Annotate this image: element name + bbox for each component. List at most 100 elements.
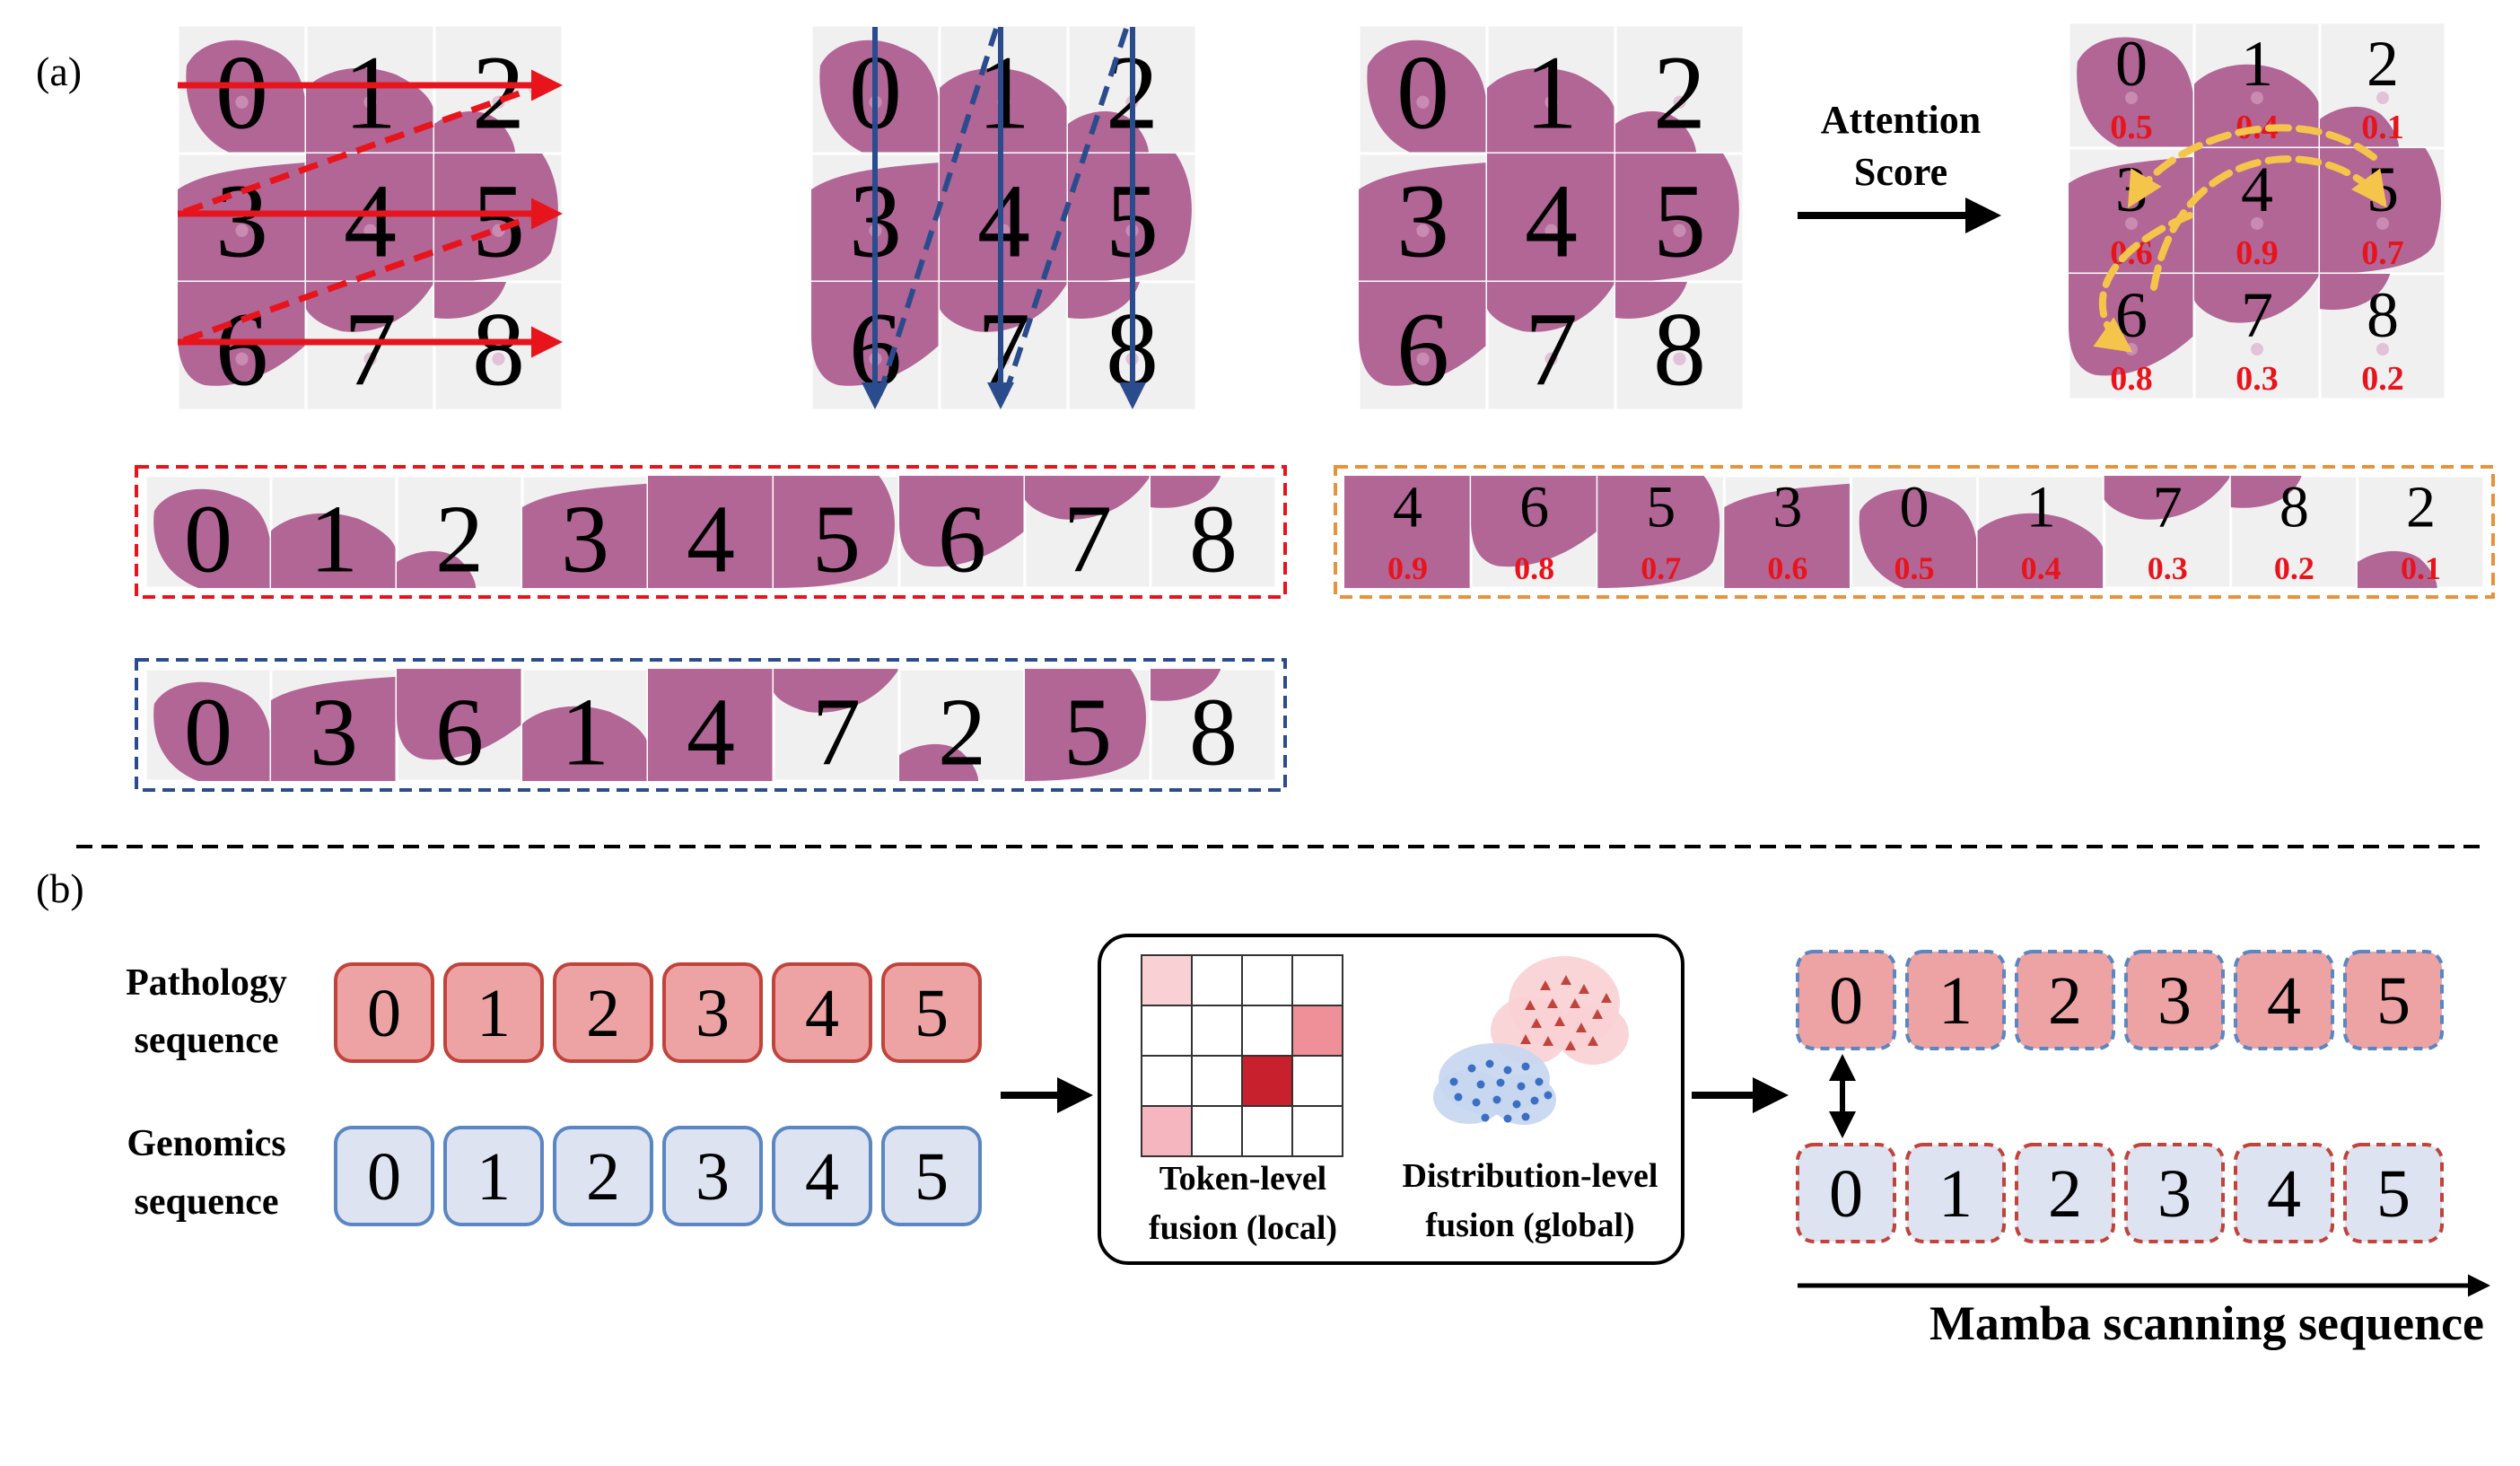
matrix-cell: [1291, 1005, 1343, 1057]
strip-digit: 3: [561, 486, 609, 593]
token-digit: 5: [914, 1139, 949, 1215]
token-digit: 2: [2048, 1156, 2082, 1232]
strip-tile: [1849, 474, 1980, 590]
matrix-cell: [1291, 1055, 1343, 1107]
matrix-cell: [1141, 1055, 1193, 1107]
token-digit: 4: [805, 1139, 839, 1215]
sequence-token: [1905, 950, 2006, 1050]
pathology-label-line2: sequence: [135, 1020, 279, 1061]
panel-b-label: (b): [36, 865, 84, 911]
genomics-point: [1472, 1098, 1481, 1107]
genomics-point: [1449, 1077, 1458, 1086]
score-label: 0.7: [2361, 234, 2404, 272]
strip-digit: 4: [1393, 474, 1422, 540]
token-digit: 5: [2376, 963, 2411, 1039]
strip-digit: 3: [310, 679, 358, 786]
score-label: 0.3: [2236, 360, 2279, 398]
matrix-cell: [1141, 954, 1193, 1006]
strip-digit: 6: [435, 679, 484, 786]
strip-digit: 5: [812, 486, 861, 593]
token-digit: 3: [696, 976, 730, 1051]
token-digit: 5: [914, 976, 949, 1051]
genomics-point: [1535, 1077, 1544, 1086]
dist-fusion-line2: fusion (global): [1425, 1207, 1634, 1244]
matrix-cell: [1291, 1105, 1343, 1157]
dist-fusion-line1: Distribution-level: [1403, 1157, 1658, 1195]
sequence-token: [662, 1126, 763, 1226]
pathology-point: [1554, 1016, 1565, 1026]
grid-digit: 7: [1525, 290, 1578, 408]
score-label: 0.1: [2361, 109, 2404, 146]
strip-score: 0.6: [1767, 550, 1807, 586]
token-fusion-line1: Token-level: [1159, 1160, 1327, 1198]
grid-digit: 6: [1396, 290, 1449, 408]
genomics-point: [1492, 1095, 1501, 1104]
score-label: 0.9: [2236, 234, 2279, 272]
grid-tile: [433, 23, 564, 155]
pathology-point: [1531, 1018, 1542, 1028]
token-digit: 1: [1938, 1156, 1973, 1232]
matrix-cell: [1241, 1005, 1293, 1057]
strip-tile: [646, 474, 775, 590]
pathology-point: [1592, 1009, 1603, 1019]
token-digit: 5: [2376, 1156, 2411, 1232]
sequence-token: [553, 1126, 653, 1226]
grid-tile: [938, 23, 1070, 155]
matrix-cell: [1191, 1005, 1243, 1057]
grid-digit: 7: [344, 290, 397, 408]
matrix-cell: [1141, 1005, 1193, 1057]
sequence-token: [2234, 1143, 2334, 1243]
strip-digit: 7: [2153, 474, 2183, 540]
grid-digit: 7: [2241, 279, 2273, 351]
sequence-token: [2015, 950, 2115, 1050]
strip-score: 0.1: [2401, 550, 2441, 586]
strip-tile: [1343, 474, 1473, 590]
pathology-point: [1565, 1040, 1576, 1050]
pathology-point: [1543, 1036, 1553, 1046]
sequence-token: [2124, 950, 2225, 1050]
grid-digit: 1: [977, 33, 1030, 151]
sequence-token: [1796, 1143, 1896, 1243]
grid-digit: 8: [2367, 279, 2399, 351]
pathology-point: [1579, 984, 1589, 994]
attention-grid: 00.510.420.130.640.950.760.870.380.2: [2067, 21, 2447, 401]
sequence-token: [881, 1126, 982, 1226]
score-label: 0.2: [2361, 360, 2404, 398]
score-label: 0.8: [2110, 360, 2153, 398]
token-fusion-matrix: [1141, 954, 1343, 1157]
grid-digit: 6: [215, 290, 268, 408]
token-digit: 4: [2267, 1156, 2301, 1232]
strip-digit: 4: [687, 679, 735, 786]
strip-score: 0.8: [1514, 550, 1554, 586]
grid-digit: 1: [344, 33, 397, 151]
strip-tile: [1023, 667, 1152, 783]
strip-tile: [144, 474, 273, 590]
grid-digit: 3: [1396, 162, 1449, 279]
attention-order-arrows: [2093, 124, 2387, 353]
sequence-token: [443, 1126, 544, 1226]
genomics-point: [1512, 1100, 1521, 1109]
strip-digit: 5: [1646, 474, 1676, 540]
grid-tile: [809, 23, 941, 155]
strip-digit: 5: [1063, 679, 1112, 786]
genomics-point: [1481, 1113, 1490, 1122]
grid-tile: [1614, 280, 1746, 412]
grid-digit: 3: [215, 162, 268, 279]
matrix-cell: [1241, 1105, 1293, 1157]
strip-tile: [1976, 474, 2106, 590]
grid-digit: 1: [1525, 33, 1578, 151]
score-label: 0.5: [2110, 109, 2153, 146]
distribution-fusion-clouds: [1433, 956, 1629, 1125]
strip-digit: 7: [1063, 486, 1112, 593]
sequence-token: [334, 1126, 434, 1226]
pathology-point: [1576, 1023, 1587, 1032]
strip-tile: [395, 474, 524, 590]
column-scan-arrows: [862, 27, 1146, 409]
strip-score: 0.9: [1387, 550, 1428, 586]
sequence-token: [334, 962, 434, 1063]
